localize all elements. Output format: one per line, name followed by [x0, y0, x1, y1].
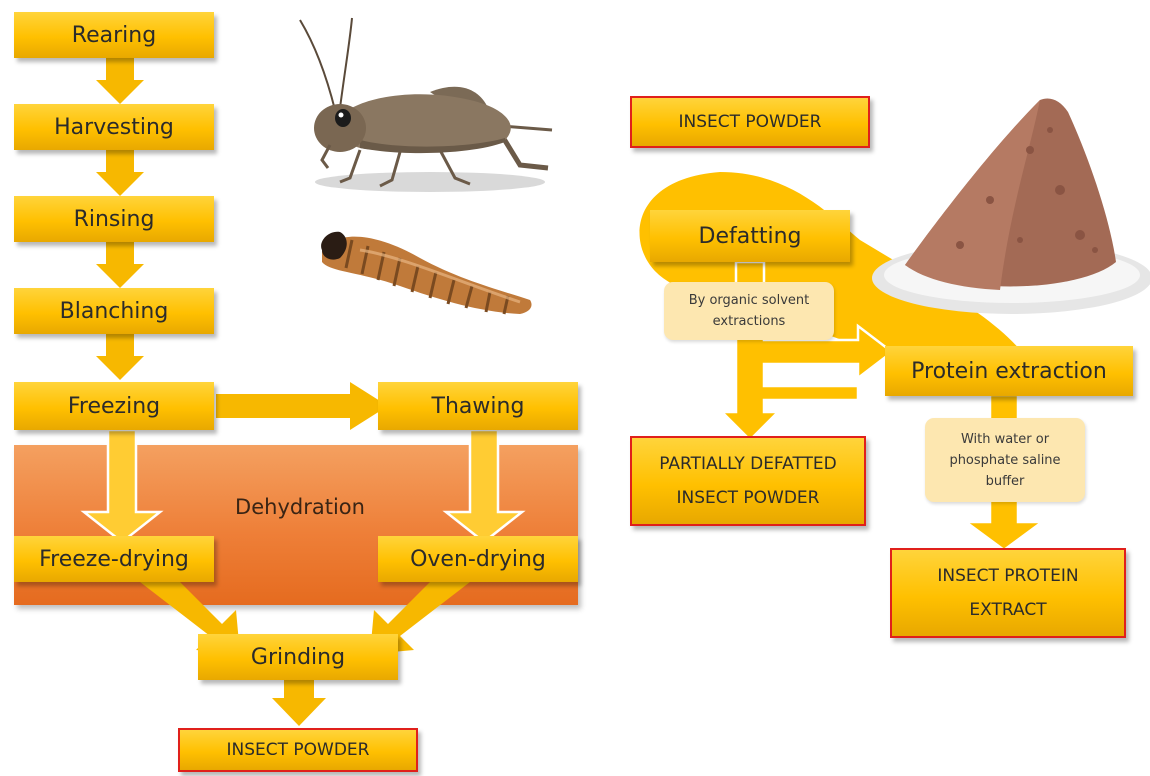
insect-powder-plate-illustration — [0, 0, 1150, 776]
diagram-canvas: Dehydration Re — [0, 0, 1150, 776]
